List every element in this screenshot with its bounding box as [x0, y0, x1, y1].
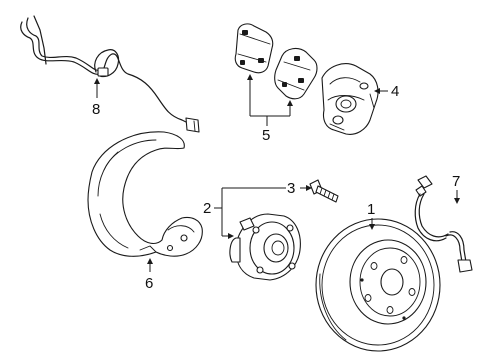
hub-bolt	[309, 179, 339, 203]
callout-8: 8	[92, 101, 100, 118]
dust-shield	[87, 131, 203, 257]
abs-sensor-wire	[20, 15, 200, 133]
brake-pads	[234, 23, 318, 100]
callout-7: 7	[452, 173, 460, 190]
callout-2: 2	[203, 200, 211, 217]
hub-assembly	[229, 213, 301, 281]
callout-4: 4	[391, 83, 399, 100]
callout-5: 5	[262, 127, 270, 144]
brake-rotor	[315, 218, 441, 352]
brake-hose	[414, 175, 473, 273]
brake-caliper	[321, 63, 379, 135]
callout-6: 6	[145, 275, 153, 292]
leader-lines	[94, 74, 460, 272]
callout-labels: 8 5 4 3 2 6 1 7	[92, 83, 460, 292]
callout-3: 3	[287, 180, 295, 197]
callout-1: 1	[367, 201, 375, 218]
